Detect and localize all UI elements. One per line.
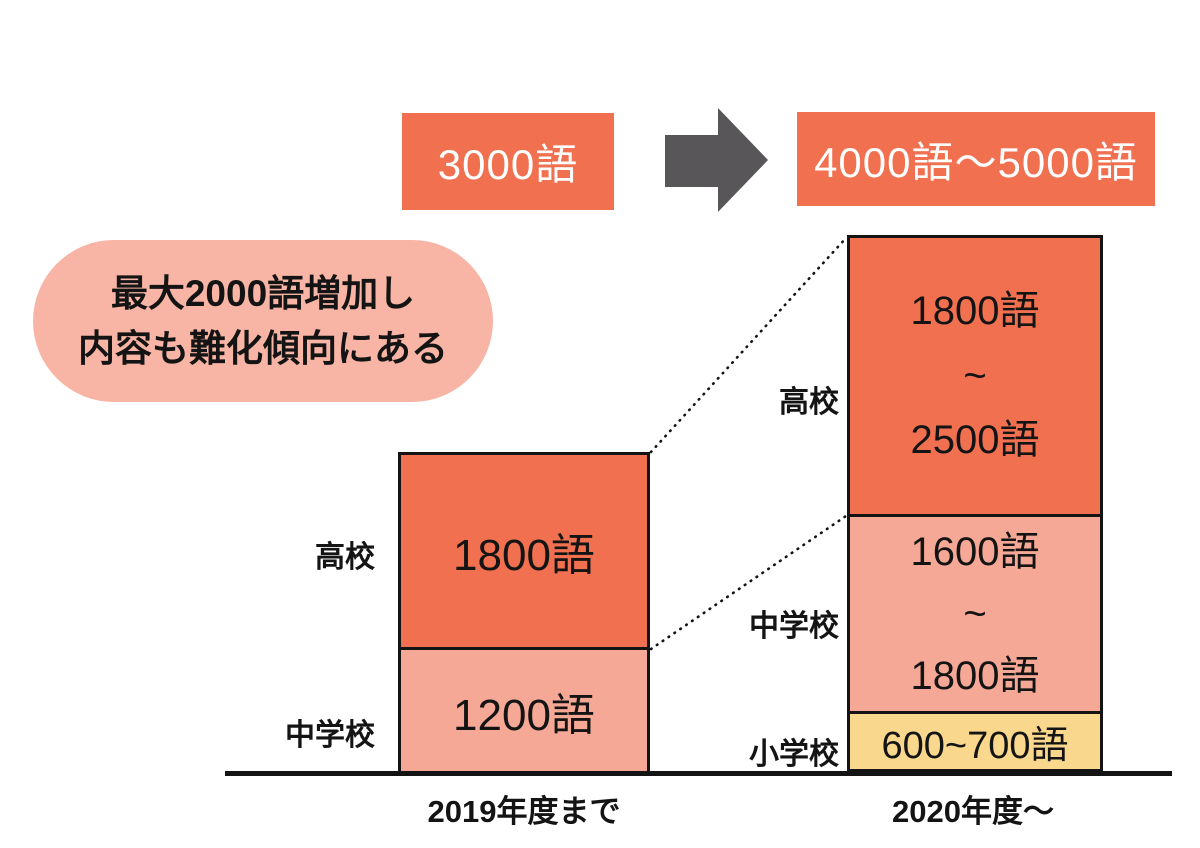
label-2019-highschool: 高校 [315,541,375,574]
axis-label-2019: 2019年度まで [427,794,621,829]
callout-line-1: 最大2000語増加し [110,272,416,314]
label-2020-juniorhigh: 中学校 [749,610,839,643]
total-after-box: 4000語〜5000語 [797,112,1155,206]
total-before-label: 3000語 [437,141,579,188]
bar-2020-highschool-segment: 1800語 ~ 2500語 [847,235,1103,517]
tilde-separator: ~ [963,592,987,636]
bar-2019-highschool-segment: 1800語 [398,452,650,650]
bar-2019-juniorhigh-segment: 1200語 [398,647,650,774]
tilde-separator: ~ [963,353,987,398]
bar-2020-elementary-value: 600~700語 [881,725,1069,767]
label-2019-juniorhigh: 中学校 [285,719,375,752]
total-before-box: 3000語 [402,113,614,210]
bar-2019-highschool-value: 1800語 [453,531,595,580]
bar-2020-elementary-segment: 600~700語 [847,711,1103,772]
bar-2020-highschool-min: 1800語 [910,288,1040,333]
label-2020-elementary: 小学校 [749,738,839,771]
baseline-axis [225,771,1172,776]
bar-2019-juniorhigh-value: 1200語 [453,690,595,740]
bar-2019: 1800語 1200語 [398,452,650,774]
right-arrow-icon [665,108,768,212]
total-after-label: 4000語〜5000語 [814,138,1138,186]
bar-2020-juniorhigh-segment: 1600語 ~ 1800語 [847,514,1103,714]
bar-2020-highschool-max: 2500語 [910,418,1040,463]
bar-2020-juniorhigh-min: 1600語 [910,530,1040,574]
bar-2020-juniorhigh-max: 1800語 [910,654,1040,698]
label-2020-highschool: 高校 [779,386,839,419]
axis-label-2020: 2020年度〜 [892,794,1054,829]
callout-line-2: 内容も難化傾向にある [78,328,448,369]
callout-bubble: 最大2000語増加し 内容も難化傾向にある [33,240,493,402]
bar-2020: 1800語 ~ 2500語 1600語 ~ 1800語 600~700語 [847,235,1103,772]
